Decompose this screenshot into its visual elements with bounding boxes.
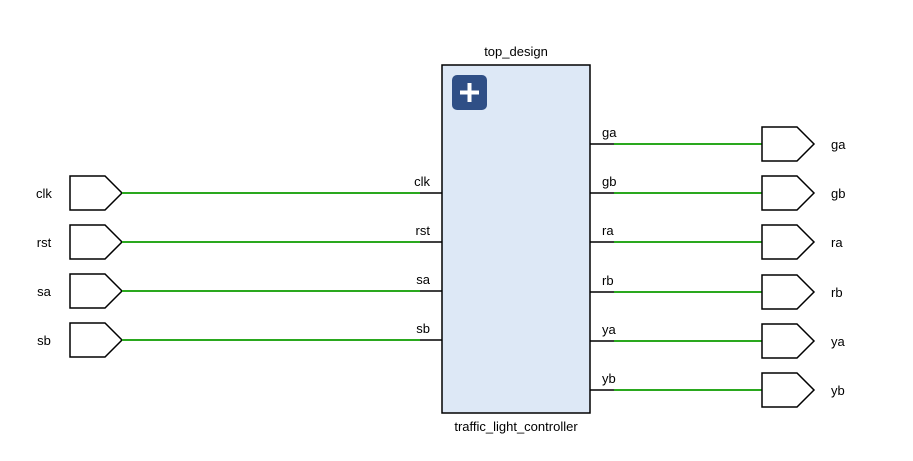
- output-port-gb[interactable]: gb gb: [590, 174, 845, 211]
- input-port-clk[interactable]: clk clk: [36, 174, 442, 211]
- block-instance-name: top_design: [484, 44, 548, 59]
- block-pin-label: ra: [602, 223, 614, 238]
- block-pin-label: yb: [602, 371, 616, 386]
- output-port-symbol: [761, 224, 816, 260]
- block-pin-label: sa: [416, 272, 431, 287]
- input-port-symbol: [69, 322, 124, 358]
- input-port-rst[interactable]: rst rst: [37, 223, 442, 260]
- block-pin-label: sb: [416, 321, 430, 336]
- block-pin-label: clk: [414, 174, 430, 189]
- output-port-ga[interactable]: ga ga: [590, 125, 846, 162]
- input-port-symbol: [69, 273, 124, 309]
- input-port-label: rst: [37, 235, 52, 250]
- output-port-label: rb: [831, 285, 843, 300]
- input-port-label: sa: [37, 284, 52, 299]
- block-pin-label: rb: [602, 273, 614, 288]
- block-pin-label: rst: [416, 223, 431, 238]
- output-port-ya[interactable]: ya ya: [590, 322, 846, 359]
- output-port-yb[interactable]: yb yb: [590, 371, 845, 408]
- output-port-label: ga: [831, 137, 846, 152]
- input-port-symbol: [69, 175, 124, 211]
- output-port-label: ya: [831, 334, 846, 349]
- input-ports: clk clk rst rst sa sa sb sb: [36, 174, 442, 358]
- output-port-label: ra: [831, 235, 843, 250]
- output-port-rb[interactable]: rb rb: [590, 273, 843, 310]
- input-port-sb[interactable]: sb sb: [37, 321, 442, 358]
- output-port-symbol: [761, 372, 816, 408]
- output-port-ra[interactable]: ra ra: [590, 223, 843, 260]
- traffic-light-controller-block[interactable]: [441, 64, 591, 414]
- output-port-symbol: [761, 274, 816, 310]
- plus-icon: [460, 83, 479, 102]
- expand-button[interactable]: [452, 75, 487, 110]
- block-pin-label: gb: [602, 174, 616, 189]
- output-ports: ga ga gb gb ra ra rb rb ya ya yb yb: [590, 125, 846, 408]
- input-port-symbol: [69, 224, 124, 260]
- block-pin-label: ya: [602, 322, 617, 337]
- output-port-label: gb: [831, 186, 845, 201]
- output-port-symbol: [761, 323, 816, 359]
- output-port-symbol: [761, 126, 816, 162]
- input-port-sa[interactable]: sa sa: [37, 272, 442, 309]
- output-port-label: yb: [831, 383, 845, 398]
- input-port-label: sb: [37, 333, 51, 348]
- block-pin-label: ga: [602, 125, 617, 140]
- block-module-name: traffic_light_controller: [454, 419, 578, 434]
- output-port-symbol: [761, 175, 816, 211]
- input-port-label: clk: [36, 186, 52, 201]
